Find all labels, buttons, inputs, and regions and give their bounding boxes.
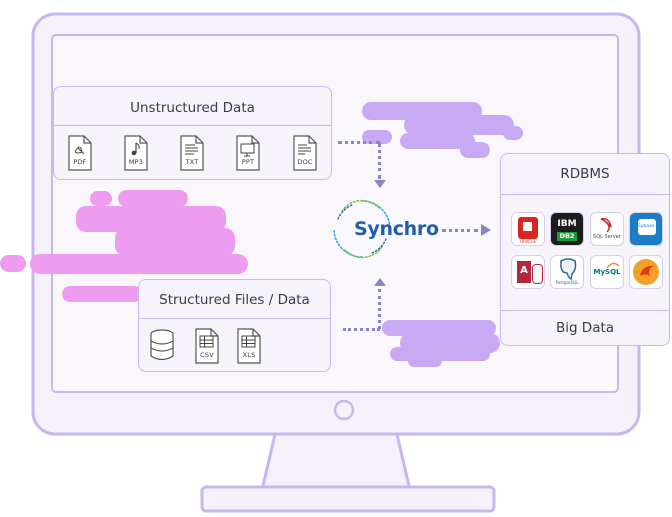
structured-data-title: Structured Files / Data (159, 292, 310, 308)
file-label: TXT (185, 158, 199, 166)
rdbms-title: RDBMS (560, 166, 610, 182)
monitor-stand (260, 428, 412, 492)
file-label: PDF (73, 158, 87, 166)
monitor-base (200, 485, 496, 513)
cloud-bar (90, 191, 112, 206)
file-label: PPT (241, 158, 255, 166)
synchro-swirl-icon (333, 199, 391, 259)
power-button-icon (333, 399, 355, 421)
arrow-dots (343, 328, 380, 331)
database-icon (149, 328, 175, 364)
panel-divider (54, 125, 331, 126)
oracle-logo: ORACLE (511, 212, 545, 246)
doc-file-icon: DOC (293, 135, 317, 171)
cloud-bar (0, 255, 26, 272)
sybase-logo: Sybase (629, 212, 663, 246)
panel-divider (501, 194, 669, 195)
synchro-brand-text: Synchro (354, 218, 439, 240)
cloud-bar (382, 320, 496, 336)
postgresql-logo: PostgreSQL (550, 255, 584, 289)
file-label: DOC (297, 158, 313, 166)
sybase-text: Sybase (637, 224, 655, 229)
unstructured-data-panel: Unstructured Data PDF MP3 TXT PPT DOC (53, 86, 332, 180)
oracle-text: ORACLE (520, 239, 536, 244)
mysql-text: MySQL (593, 268, 621, 276)
arrow-down-icon (374, 180, 386, 188)
mp3-file-icon: MP3 (124, 135, 148, 171)
arrow-dots (378, 143, 381, 179)
cloud-bar (62, 286, 142, 302)
pdf-file-icon: PDF (68, 135, 92, 171)
cloud-bar (30, 254, 248, 274)
structured-data-panel: Structured Files / Data CSV XLS (138, 279, 331, 372)
mysql-logo: MySQL (590, 255, 624, 289)
postgresql-text: PostgreSQL (555, 280, 579, 285)
sql-server-text: SQL Server (593, 234, 621, 240)
arrow-dots (338, 141, 380, 144)
cloud-bar (404, 115, 514, 135)
db2-text: DB2 (559, 232, 575, 240)
cloud-bar (115, 228, 235, 256)
ppt-file-icon: PPT (236, 135, 260, 171)
access-text: A (520, 265, 528, 276)
file-label: CSV (200, 351, 214, 359)
file-label: MP3 (128, 158, 144, 166)
cloud-bar (460, 142, 490, 158)
big-data-title: Big Data (555, 320, 615, 336)
unstructured-data-title: Unstructured Data (130, 100, 255, 116)
cloud-bar (400, 133, 475, 149)
arrow-dots (442, 229, 478, 232)
panel-divider (501, 310, 669, 311)
ibm-db2-logo: IBM DB2 (550, 212, 584, 246)
file-label: XLS (242, 351, 256, 359)
panel-divider (139, 318, 330, 319)
cloud-bar (118, 190, 188, 207)
ibm-text: IBM (557, 219, 577, 229)
csv-file-icon: CSV (195, 328, 219, 364)
arrow-dots (378, 289, 381, 329)
cloud-bar (503, 126, 523, 140)
arrow-right-icon (481, 224, 491, 236)
ms-access-logo: A (511, 255, 545, 289)
txt-file-icon: TXT (180, 135, 204, 171)
firebird-logo (629, 255, 663, 289)
cloud-bar (408, 355, 442, 367)
cloud-bar (76, 206, 226, 232)
arrow-up-icon (374, 278, 386, 286)
rdbms-panel: RDBMS Big Data ORACLE IBM DB2 SQL Server… (500, 153, 670, 346)
cloud-bar (362, 130, 392, 144)
xls-file-icon: XLS (237, 328, 261, 364)
sql-server-logo: SQL Server (590, 212, 624, 246)
